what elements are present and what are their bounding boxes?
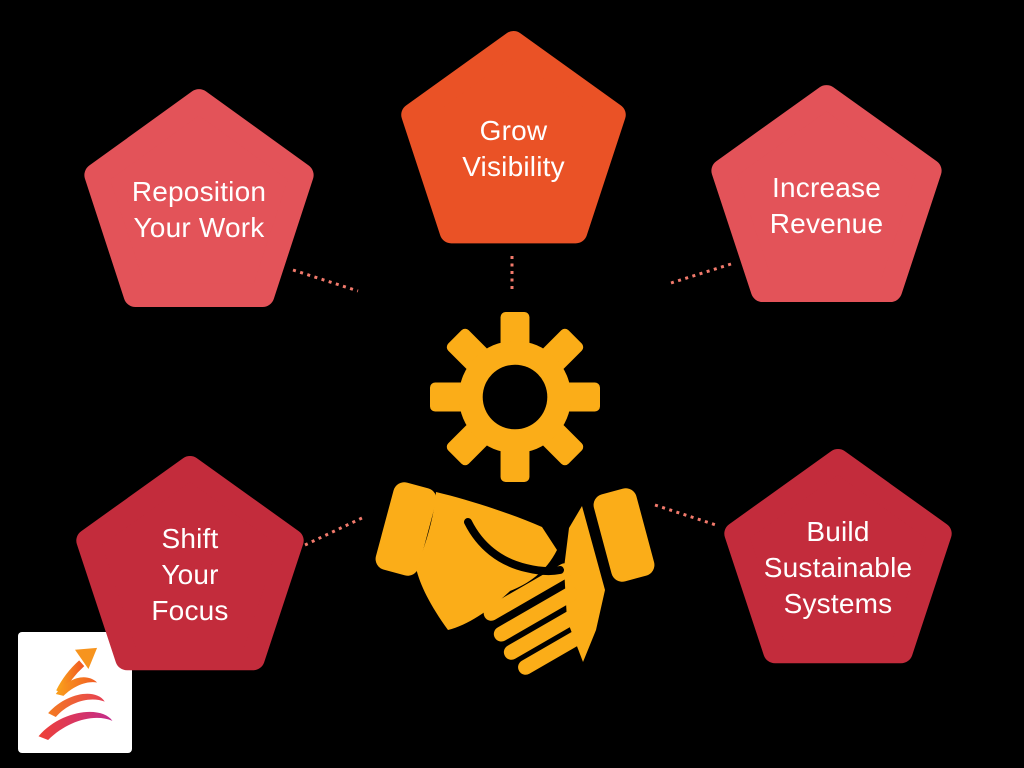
node-increase-revenue: Increase Revenue (705, 84, 948, 315)
handshake-icon (375, 482, 655, 675)
logo-arrow-head (75, 647, 98, 669)
node-label: Increase Revenue (705, 84, 948, 315)
label-line: Build (806, 516, 870, 547)
node-label: Build Sustainable Systems (718, 448, 958, 676)
gear-icon (430, 312, 600, 482)
label-line: Increase (772, 171, 881, 203)
label-line: Grow (479, 114, 548, 146)
pentagon (724, 449, 952, 664)
label-line: Visibility (462, 150, 565, 182)
node-grow-visibility: Grow Visibility (395, 30, 632, 256)
pentagon (76, 456, 304, 671)
label-line: Systems (783, 588, 893, 619)
pentagon-shape (84, 89, 314, 308)
logo-ribbon-middle (48, 693, 105, 717)
pentagon-shape (711, 85, 942, 303)
logo-ribbon-bottom (38, 711, 113, 740)
node-shift-your-focus: Shift Your Focus (70, 455, 310, 683)
node-label: Shift Your Focus (70, 455, 310, 683)
label-line: Your Work (133, 212, 265, 244)
connector-increase (670, 262, 732, 285)
label-line: Reposition (131, 176, 267, 208)
pentagon (401, 31, 626, 244)
node-reposition-your-work: Reposition Your Work (78, 88, 320, 320)
label-line: Revenue (769, 207, 884, 239)
node-build-sustainable-systems: Build Sustainable Systems (718, 448, 958, 676)
label-line: Sustainable (763, 552, 913, 583)
connector-shift (304, 516, 363, 547)
pentagon (84, 89, 314, 308)
logo-ribbon-top (55, 676, 98, 696)
pentagon-shape (724, 449, 952, 664)
pentagon-shape (401, 31, 626, 244)
label-line: Focus (151, 595, 229, 626)
label-line: Your (161, 559, 219, 590)
pentagon (711, 85, 942, 303)
node-label: Reposition Your Work (78, 88, 320, 320)
label-line: Shift (161, 523, 219, 554)
pentagon-shape (76, 456, 304, 671)
spiral-arrow-icon (38, 647, 113, 740)
node-label: Grow Visibility (395, 30, 632, 256)
